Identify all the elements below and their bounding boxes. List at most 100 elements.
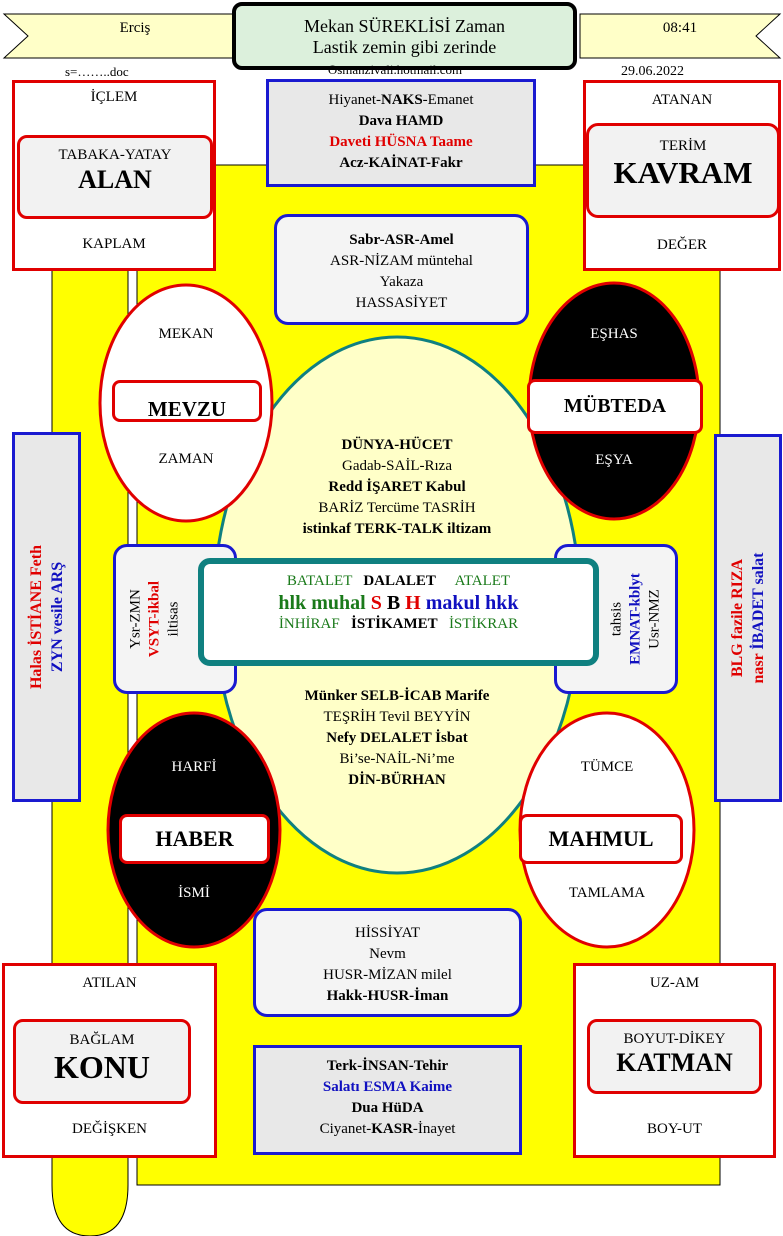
oval-bottom-label: TAMLAMA: [568, 885, 646, 901]
text-line: Bi’se-NAİL-Ni’me: [339, 751, 455, 767]
haber-label-box: HABER: [119, 814, 270, 864]
corner-bottom-label: KAPLAM: [82, 236, 146, 252]
center-bottom-text: Münker SELB-İCAB Marife TEŞRİH Tevil BEY…: [240, 686, 554, 791]
corner-inner-small: BAĞLAM: [69, 1032, 135, 1048]
text-line: Usr-NMZ: [646, 589, 663, 649]
oval-top-label: HARFİ: [171, 759, 217, 775]
text-line: VSYT-ikbal: [146, 580, 163, 658]
corner-inner-small: TERİM: [659, 138, 707, 154]
corner-inner-small: TABAKA-YATAY: [58, 147, 172, 163]
text-line: DÜNYA-HÜCET: [341, 437, 453, 453]
text-span: nasr: [750, 649, 767, 684]
corner-box-bottom-left: ATILAN BAĞLAM KONU DEĞİŞKEN: [2, 963, 217, 1158]
mubteda-label-box: MÜBTEDA: [527, 379, 703, 434]
text-span: salat: [750, 552, 767, 589]
text-line: Terk-İNSAN-Tehir: [326, 1058, 449, 1074]
title-line-1: Mekan SÜREKLİSİ Zaman: [304, 16, 505, 36]
time-label: 08:41: [662, 20, 698, 36]
alan-box: TABAKA-YATAY ALAN: [17, 135, 213, 219]
text-span: -Emanet: [422, 92, 474, 108]
right-side-text: BLG fazile RIZA nasr İBADET salat: [727, 553, 769, 684]
text-line: Acz-KAİNAT-Fakr: [339, 155, 463, 171]
text-span: H: [405, 592, 421, 614]
corner-box-bottom-right: UZ-AM BOYUT-DİKEY KATMAN BOY-UT: [573, 963, 776, 1158]
text-line: EMNAT-kblyt: [627, 573, 644, 665]
batalet-label: BATALET: [286, 573, 353, 589]
text-line: istinkaf TERK-TALK iltizam: [302, 521, 492, 537]
text-span: -İnayet: [412, 1121, 456, 1137]
center-top-text: DÜNYA-HÜCET Gadab-SAİL-Rıza Redd İŞARET …: [240, 435, 554, 540]
text-line: DİN-BÜRHAN: [348, 772, 446, 788]
corner-bottom-label: DEĞİŞKEN: [72, 1121, 147, 1137]
date-label: 29.06.2022: [621, 64, 684, 79]
inhiraf-label: İNHİRAF: [278, 616, 340, 632]
text-span: B: [386, 592, 401, 614]
corner-box-top-right: ATANAN TERİM KAVRAM DEĞER: [583, 80, 781, 271]
text-span: S: [370, 592, 382, 614]
text-line: Sabr-ASR-Amel: [349, 232, 454, 248]
location-label: Erciş: [119, 20, 151, 36]
left-side-box: Halas İSTİANE Feth ZYN vesile ARŞ: [12, 432, 81, 802]
text-line: Daveti HÜSNA Taame: [329, 134, 473, 150]
left-side-text: Halas İSTİANE Feth ZYN vesile ARŞ: [26, 545, 68, 689]
konu-box: BAĞLAM KONU: [13, 1019, 191, 1104]
mevzu-label-box: MEVZU: [112, 380, 262, 422]
right-ribbon-banner: [579, 13, 782, 59]
corner-inner-big: KATMAN: [616, 1048, 733, 1077]
text-line: BARİZ Tercüme TASRİH: [318, 500, 476, 516]
text-line: Redd İŞARET Kabul: [328, 479, 466, 495]
oval-bottom-label: ZAMAN: [158, 451, 214, 467]
text-line: ZYN vesile ARŞ: [48, 561, 66, 673]
corner-top-label: UZ-AM: [649, 975, 700, 991]
text-line: Dua HüDA: [351, 1100, 424, 1116]
asr-box: Sabr-ASR-Amel ASR-NİZAM müntehal Yakaza …: [274, 214, 529, 325]
corner-top-label: İÇLEM: [90, 89, 138, 105]
corner-inner-big: KONU: [54, 1049, 150, 1085]
katman-box: BOYUT-DİKEY KATMAN: [587, 1019, 762, 1094]
center-highlight-box: BATALET DALALET ATALET hlk muhal S B H m…: [198, 558, 599, 666]
istikamet-label: İSTİKAMET: [350, 616, 438, 632]
text-line: Münker SELB-İCAB Marife: [304, 688, 490, 704]
mid-right-text: tahsis EMNAT-kblyt Usr-NMZ: [608, 573, 665, 665]
text-line: Ysr-ZMN: [127, 589, 144, 649]
right-side-box: BLG fazile RIZA nasr İBADET salat: [714, 434, 782, 802]
mahmul-label-box: MAHMUL: [519, 814, 683, 864]
title-line-2: Lastik zemin gibi zerinde: [312, 37, 497, 57]
text-line: BLG fazile RIZA: [729, 558, 746, 678]
text-line: Yakaza: [379, 274, 424, 290]
text-line: ASR-NİZAM müntehal: [330, 253, 473, 269]
corner-top-label: ATILAN: [82, 975, 137, 991]
corner-inner-big: ALAN: [78, 165, 152, 194]
bottom-center-box: Terk-İNSAN-Tehir Salatı ESMA Kaime Dua H…: [253, 1045, 522, 1155]
hissiyat-box: HİSSİYAT Nevm HUSR-MİZAN milel Hakk-HUSR…: [253, 908, 522, 1017]
text-line: iltisas: [165, 601, 182, 637]
atalet-label: ATALET: [454, 573, 511, 589]
doc-label: s=……..doc: [65, 64, 129, 79]
text-span: Ciyanet-: [319, 1121, 372, 1137]
mid-left-text: Ysr-ZMN VSYT-ikbal iltisas: [127, 581, 184, 657]
text-line: tahsis: [608, 601, 625, 637]
corner-bottom-label: BOY-UT: [647, 1121, 702, 1137]
title-box: Mekan SÜREKLİSİ Zaman Lastik zemin gibi …: [232, 2, 577, 70]
text-span: Hiyanet-: [328, 92, 381, 108]
istikrar-label: İSTİKRAR: [448, 616, 519, 632]
text-line: TEŞRİH Tevil BEYYİN: [323, 709, 471, 725]
dalalet-label: DALALET: [363, 573, 436, 589]
corner-inner-big: KAVRAM: [613, 155, 753, 190]
oval-top-label: EŞHAS: [590, 326, 638, 342]
corner-box-top-left: İÇLEM TABAKA-YATAY ALAN KAPLAM: [12, 80, 216, 271]
corner-top-label: ATANAN: [651, 92, 713, 108]
left-ribbon-banner: [2, 13, 237, 59]
text-line: HİSSİYAT: [354, 925, 420, 941]
text-span: KASR: [371, 1121, 413, 1137]
corner-inner-small: BOYUT-DİKEY: [623, 1031, 726, 1047]
text-line: Gadab-SAİL-Rıza: [342, 458, 452, 474]
text-line: Nevm: [369, 946, 406, 962]
text-line: Nefy DELALET İsbat: [326, 730, 468, 746]
text-line: HUSR-MİZAN milel: [323, 967, 452, 983]
top-center-box: Hiyanet-NAKS-Emanet Dava HAMD Daveti HÜS…: [266, 79, 536, 187]
text-span: makul hkk: [425, 592, 519, 614]
oval-top-label: TÜMCE: [580, 759, 634, 775]
text-line: HASSASİYET: [355, 295, 448, 311]
text-span: İBADET: [750, 588, 767, 650]
